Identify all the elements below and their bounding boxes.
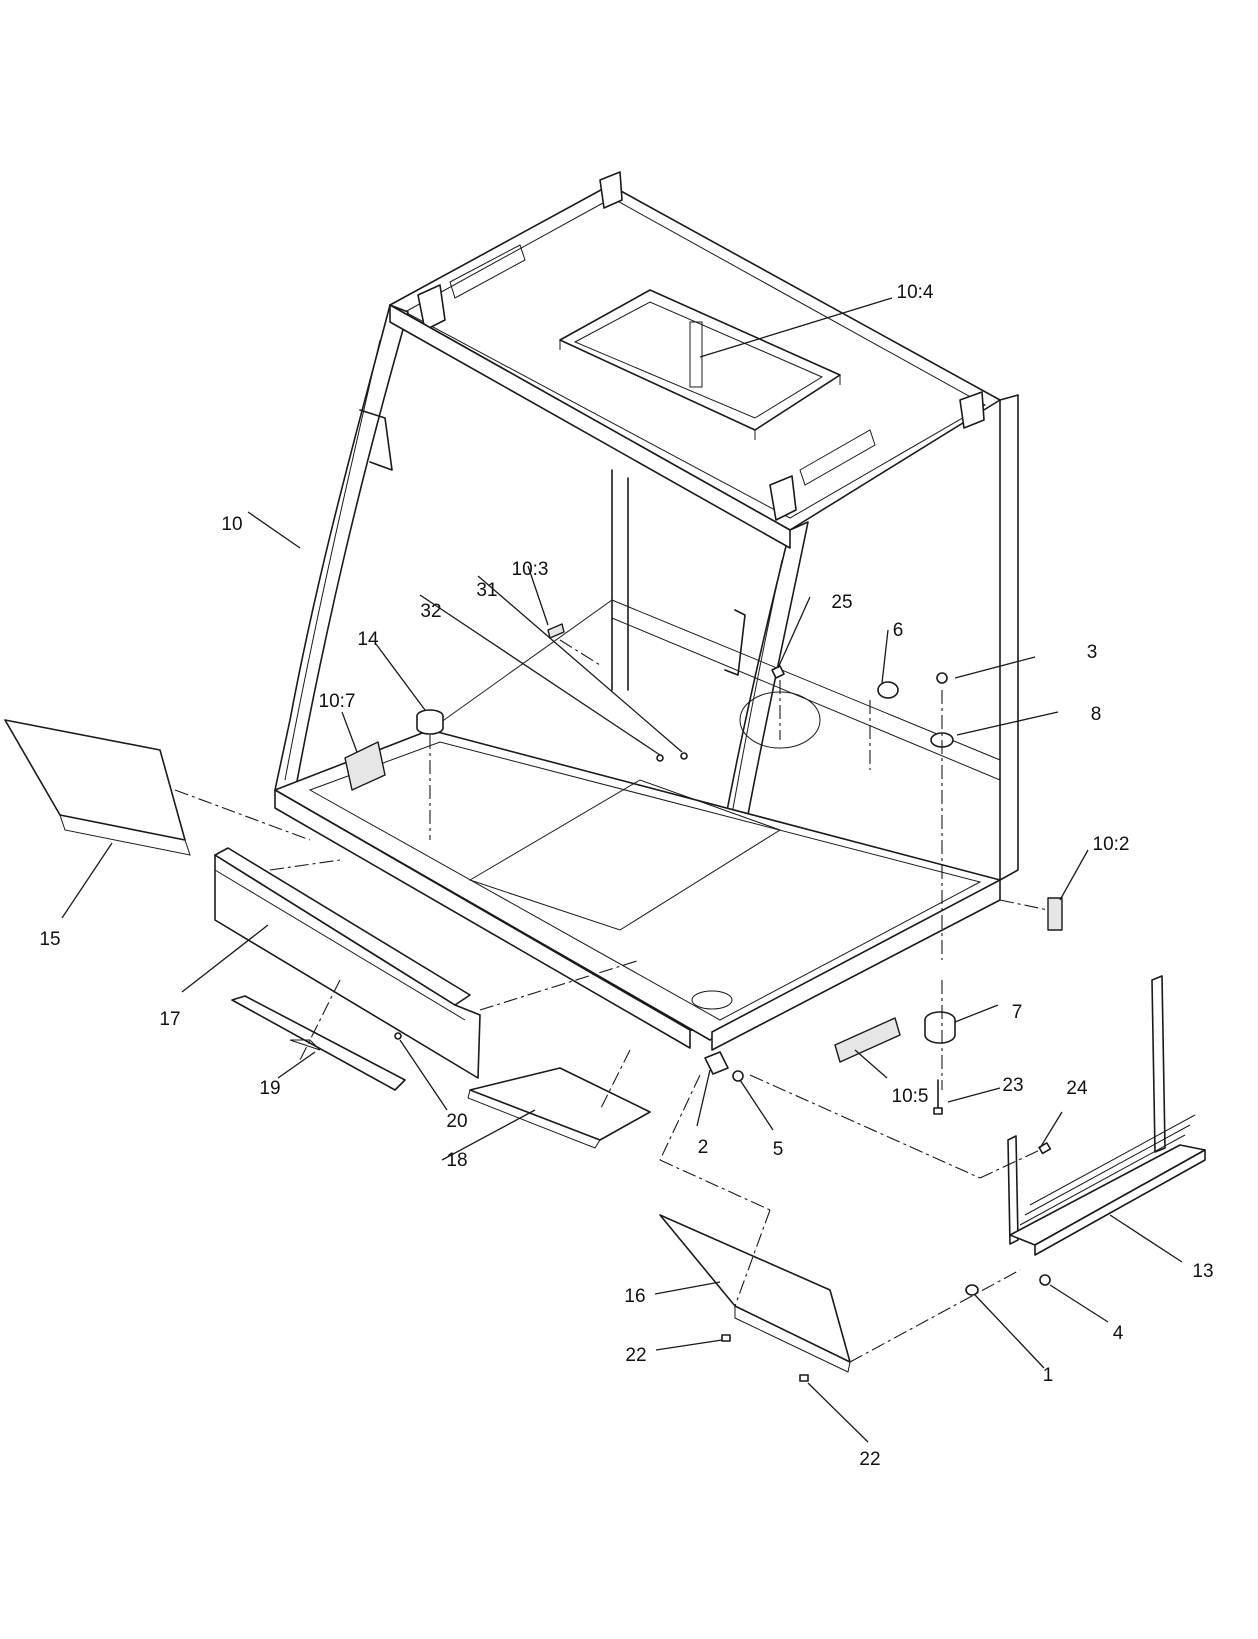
part-10-3-decal bbox=[547, 623, 565, 639]
part-25-bolt bbox=[771, 665, 785, 679]
part-10-2-decal bbox=[1047, 897, 1063, 931]
callout-10-7: 10:7 bbox=[319, 691, 356, 712]
callout-6: 6 bbox=[893, 620, 904, 641]
part-24-bolt bbox=[1038, 1142, 1052, 1155]
callout-10: 10 bbox=[221, 514, 242, 535]
callout-19: 19 bbox=[259, 1078, 280, 1099]
part-7-isolator bbox=[924, 1011, 956, 1044]
part-14-plug bbox=[416, 709, 444, 735]
callout-7: 7 bbox=[1012, 1002, 1023, 1023]
part-10-7-decal bbox=[344, 741, 386, 791]
callout-32: 32 bbox=[420, 601, 441, 622]
part-18-right-trim bbox=[467, 1067, 651, 1149]
callout-5: 5 bbox=[773, 1139, 784, 1160]
callout-10-5: 10:5 bbox=[892, 1086, 929, 1107]
callout-20: 20 bbox=[446, 1111, 467, 1132]
callout-4: 4 bbox=[1113, 1323, 1124, 1344]
callout-22-a: 22 bbox=[625, 1345, 646, 1366]
callout-17: 17 bbox=[159, 1009, 180, 1030]
callout-10-2: 10:2 bbox=[1093, 834, 1130, 855]
part-5-nut bbox=[732, 1070, 744, 1082]
part-22-screw-a bbox=[721, 1334, 731, 1342]
part-1-washer bbox=[965, 1284, 979, 1296]
callout-14: 14 bbox=[357, 629, 379, 650]
callout-24: 24 bbox=[1066, 1078, 1088, 1099]
callout-10-4: 10:4 bbox=[897, 282, 934, 303]
callout-labels: 10:4 10 10:3 31 32 25 6 3 14 8 10:7 10:2… bbox=[39, 282, 1213, 1470]
part-4-nut bbox=[1039, 1274, 1051, 1286]
part-10-4-decal bbox=[689, 321, 703, 388]
part-15-left-panel bbox=[4, 719, 191, 856]
cab-frame bbox=[274, 171, 1019, 1051]
part-6-plug bbox=[877, 681, 899, 699]
callout-18: 18 bbox=[446, 1150, 467, 1171]
part-13-step bbox=[1007, 975, 1206, 1256]
callout-10-3: 10:3 bbox=[512, 559, 549, 580]
callout-13: 13 bbox=[1192, 1261, 1213, 1282]
part-10-5-decal bbox=[834, 1017, 901, 1063]
callout-31: 31 bbox=[476, 580, 497, 601]
callout-23: 23 bbox=[1002, 1075, 1023, 1096]
part-32-washer bbox=[656, 754, 664, 762]
callout-3: 3 bbox=[1087, 642, 1098, 663]
part-2-bracket bbox=[704, 1051, 729, 1075]
loose-parts bbox=[4, 321, 1206, 1382]
callout-25: 25 bbox=[831, 592, 852, 613]
callout-22-b: 22 bbox=[859, 1449, 880, 1470]
callout-1: 1 bbox=[1043, 1365, 1054, 1386]
callout-8: 8 bbox=[1091, 704, 1102, 725]
leader-lines bbox=[61, 297, 1183, 1443]
part-22-screw-b bbox=[799, 1374, 809, 1382]
callout-15: 15 bbox=[39, 929, 60, 950]
part-31-screw bbox=[680, 752, 688, 760]
part-23-bolt bbox=[933, 1079, 943, 1115]
callout-16: 16 bbox=[624, 1286, 645, 1307]
part-3-nut bbox=[936, 672, 948, 684]
part-16-cover bbox=[659, 1214, 851, 1373]
callout-2: 2 bbox=[698, 1137, 709, 1158]
part-20-screw bbox=[394, 1032, 402, 1040]
assembly-lines bbox=[174, 639, 1049, 1363]
part-19-left-trim bbox=[231, 995, 406, 1091]
part-17-front-plate bbox=[214, 847, 481, 1079]
